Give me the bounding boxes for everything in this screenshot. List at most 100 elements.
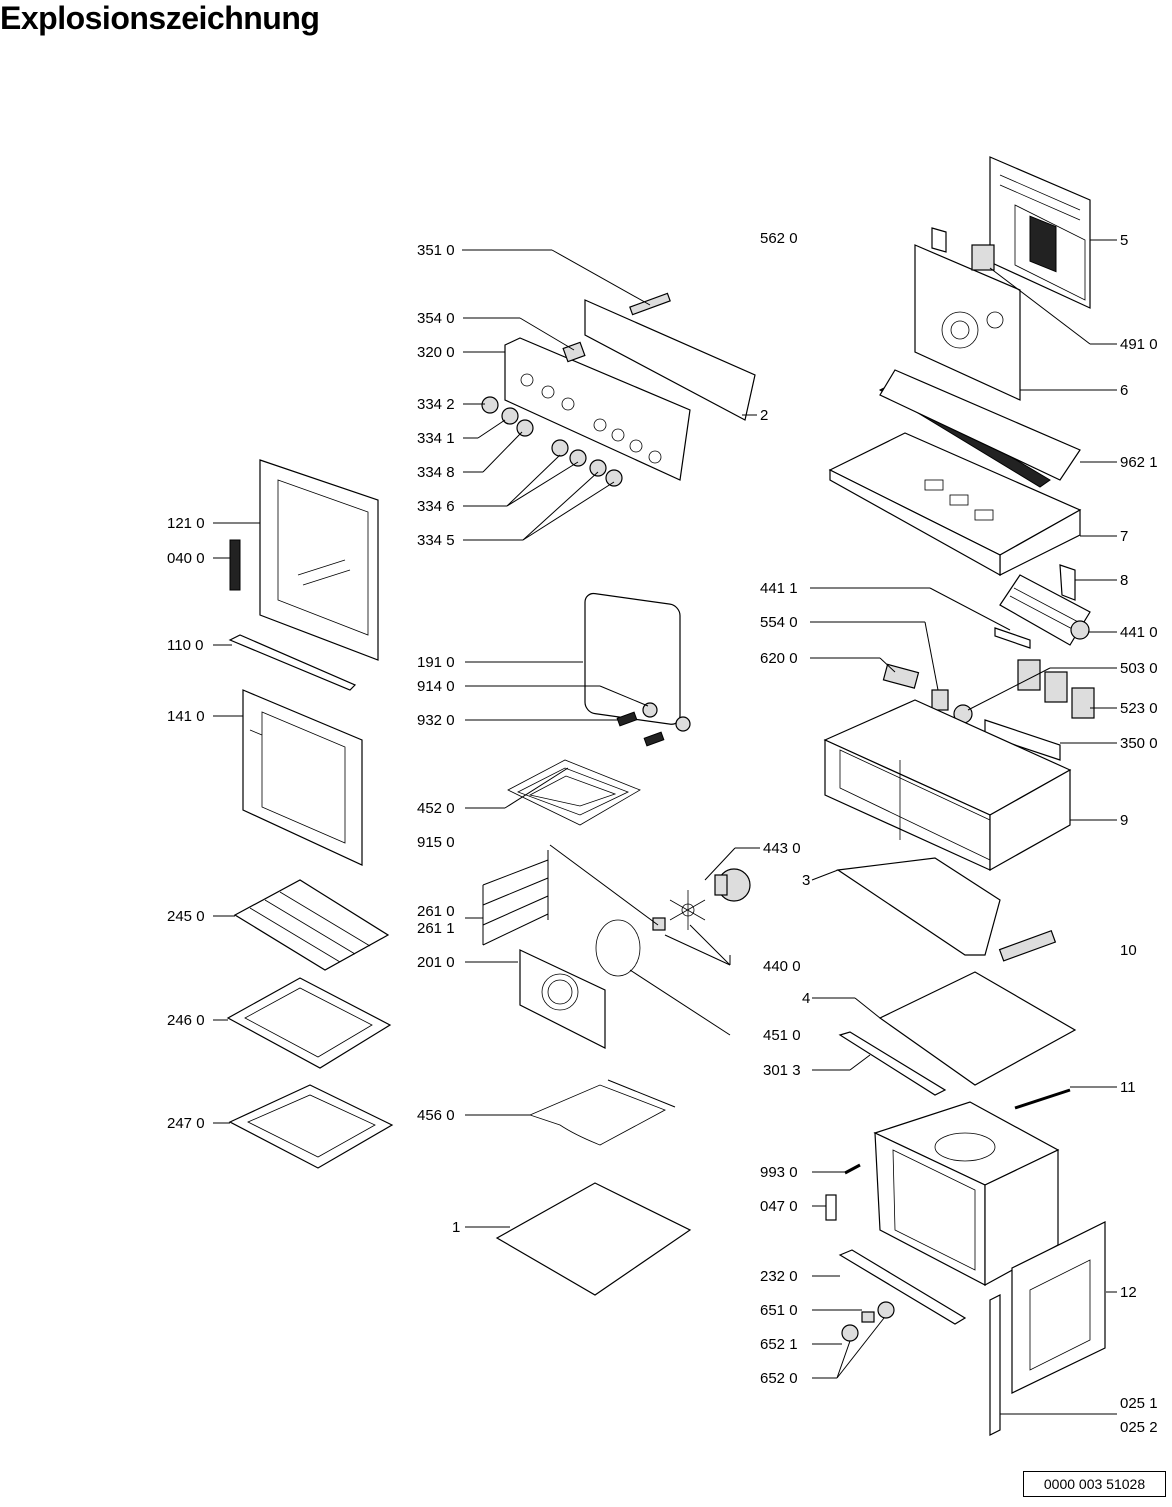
callout-261-1: 261 1 — [417, 920, 455, 937]
callout-351-0: 351 0 — [417, 242, 455, 259]
callout-652-0: 652 0 — [760, 1370, 798, 1387]
control-housing-part — [823, 699, 1072, 872]
callout-503-0: 503 0 — [1120, 660, 1158, 677]
callout-301-3: 301 3 — [763, 1062, 801, 1079]
callout-334-5: 334 5 — [417, 532, 455, 549]
callout-7: 7 — [1120, 528, 1128, 545]
callout-141-0: 141 0 — [167, 708, 205, 725]
callout-320-0: 320 0 — [417, 344, 455, 361]
screw-part — [844, 1163, 861, 1175]
callout-456-0: 456 0 — [417, 1107, 455, 1124]
document-number-box: 0000 003 51028 — [1023, 1471, 1166, 1497]
callout-245-0: 245 0 — [167, 908, 205, 925]
fan-motor-part — [714, 868, 751, 902]
callout-3: 3 — [802, 872, 810, 889]
wire-shelf-part — [233, 879, 390, 971]
lamp-cover-part — [642, 702, 658, 718]
callout-246-0: 246 0 — [167, 1012, 205, 1029]
door-handle-part — [228, 634, 357, 691]
callout-047-0: 047 0 — [760, 1198, 798, 1215]
callout-247-0: 247 0 — [167, 1115, 205, 1132]
callout-443-0: 443 0 — [763, 840, 801, 857]
side-plate-part — [836, 857, 1001, 956]
spring-part-2 — [643, 731, 665, 747]
callout-10: 10 — [1120, 942, 1137, 959]
callout-441-1: 441 1 — [760, 580, 798, 597]
frame-rail-part — [838, 1249, 967, 1325]
callout-12: 12 — [1120, 1284, 1137, 1301]
back-wall-part — [914, 227, 1021, 401]
callout-261-0: 261 0 — [417, 903, 455, 920]
knob-insert-part — [861, 1311, 875, 1323]
callout-350-0: 350 0 — [1120, 735, 1158, 752]
spring-part — [616, 711, 638, 727]
front-strip-part — [838, 1031, 947, 1096]
callout-040-0: 040 0 — [167, 550, 205, 567]
drip-tray-part — [228, 1084, 394, 1169]
callout-025-2: 025 2 — [1120, 1419, 1158, 1436]
callout-191-0: 191 0 — [417, 654, 455, 671]
callout-440-0: 440 0 — [763, 958, 801, 975]
callout-9: 9 — [1120, 812, 1128, 829]
front-frame-part — [1011, 1221, 1106, 1394]
door-glass-part — [242, 689, 363, 866]
callout-121-0: 121 0 — [167, 515, 205, 532]
grill-element-part — [507, 759, 641, 826]
callout-labels: 351 0 562 0 5 354 0 320 0 491 0 334 2 2 … — [167, 230, 1158, 1436]
callout-11: 11 — [1120, 1079, 1136, 1096]
baking-tray-part — [226, 977, 392, 1069]
fan-blade-part — [669, 890, 706, 930]
callout-562-0: 562 0 — [760, 230, 798, 247]
fan-cover-part — [519, 949, 606, 1049]
side-strip-part — [989, 1294, 1001, 1436]
circular-heater-part — [595, 919, 641, 977]
control-shaft-part — [629, 292, 671, 316]
callout-201-0: 201 0 — [417, 954, 455, 971]
callout-932-0: 932 0 — [417, 712, 455, 729]
callout-620-0: 620 0 — [760, 650, 798, 667]
callout-452-0: 452 0 — [417, 800, 455, 817]
fan-hub-part — [652, 917, 666, 931]
callout-334-8: 334 8 — [417, 464, 455, 481]
control-panel-part — [504, 299, 756, 481]
callout-110-0: 110 0 — [167, 637, 203, 654]
callout-1: 1 — [452, 1219, 460, 1236]
insulation-strip-part — [878, 369, 1081, 488]
bracket-part — [1059, 564, 1076, 601]
lamp-holder-part — [675, 716, 691, 732]
callout-962-1: 962 1 — [1120, 454, 1158, 471]
callout-915-0: 915 0 — [417, 834, 455, 851]
base-plate-part — [878, 971, 1077, 1086]
callout-491-0: 491 0 — [1120, 336, 1158, 353]
top-cover-part — [828, 432, 1082, 577]
knob-part — [877, 1301, 895, 1319]
callout-451-0: 451 0 — [763, 1027, 801, 1044]
callout-334-2: 334 2 — [417, 396, 455, 413]
callout-5: 5 — [1120, 232, 1128, 249]
control-knobs-part — [481, 396, 623, 487]
rear-panel-part — [989, 156, 1091, 309]
callout-523-0: 523 0 — [1120, 700, 1158, 717]
callout-8: 8 — [1120, 572, 1128, 589]
door-seal-part — [584, 592, 681, 725]
clip-part — [825, 1194, 837, 1221]
bottom-plate-part — [495, 1182, 692, 1296]
callout-334-1: 334 1 — [417, 430, 455, 447]
callout-554-0: 554 0 — [760, 614, 798, 631]
callout-2: 2 — [760, 407, 768, 424]
page-title: Explosionszeichnung — [0, 0, 320, 36]
switch-bank-part — [984, 659, 1095, 761]
callout-334-6: 334 6 — [417, 498, 455, 515]
oven-cavity-part — [873, 1101, 1060, 1287]
callout-232-0: 232 0 — [760, 1268, 798, 1285]
bottom-element-part — [528, 1079, 676, 1146]
terminal-block-part — [882, 663, 920, 689]
small-bracket-part — [998, 930, 1057, 962]
rod-part — [1014, 1088, 1071, 1110]
callout-652-1: 652 1 — [760, 1336, 798, 1353]
leader-lines — [213, 239, 1117, 1415]
callout-4: 4 — [802, 990, 810, 1007]
callout-993-0: 993 0 — [760, 1164, 798, 1181]
callout-651-0: 651 0 — [760, 1302, 798, 1319]
